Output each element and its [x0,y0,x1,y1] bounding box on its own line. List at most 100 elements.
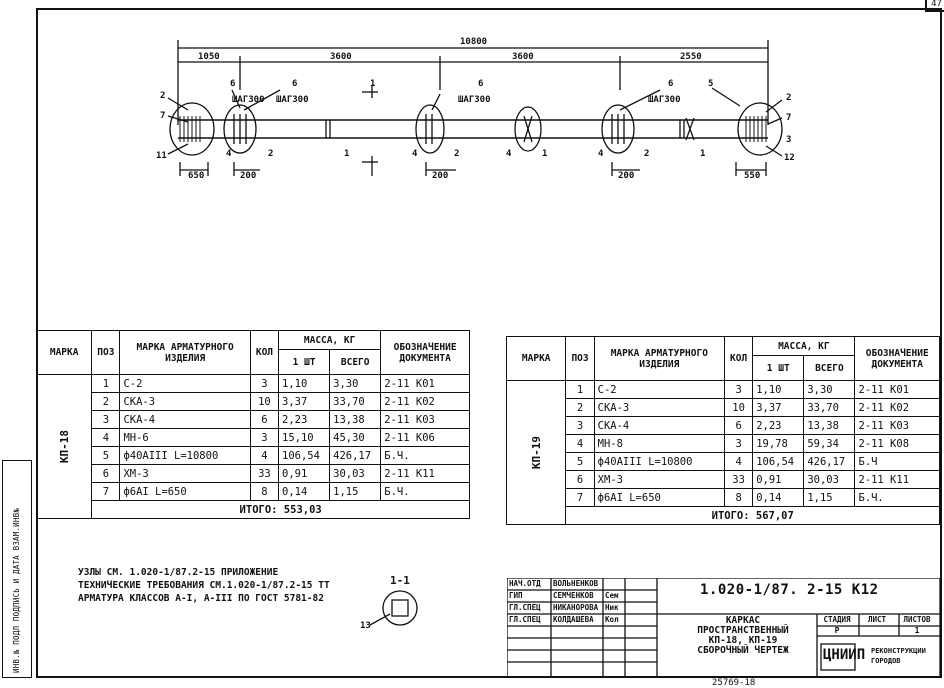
col-marka: МАРКА [505,336,567,381]
col-kol: КОЛ [724,336,754,381]
pos-label: 1 [542,149,547,159]
cell-one: 0,91 [278,464,331,483]
cell-one: 1,10 [752,380,805,399]
cell-one: 0,91 [752,470,805,489]
pos-label: 6 [668,79,673,89]
pos-label: 7 [786,113,791,123]
cell-one: 15,10 [278,428,331,447]
sheets-value: 1 [914,626,920,635]
step-label-3: ШАГ300 [458,95,491,105]
pos-label: 6 [230,79,235,89]
col-mass: МАССА, КГ [752,336,856,356]
cell-doc: 2-11 К06 [380,428,470,447]
cell-doc: Б.Ч. [380,446,470,465]
cell-doc: 2-11 К03 [380,410,470,429]
cell-kol: 3 [724,434,754,453]
sheets-header: ЛИСТОВ [903,615,931,624]
col-poz: ПОЗ [91,330,121,375]
title-block-grid [507,578,940,678]
section-label: 1-1 [390,574,410,587]
col-total: ВСЕГО [803,355,856,381]
frame-mark: КП-19 [505,380,567,525]
itogo: ИТОГО: 567,07 [565,506,940,525]
cell-poz: 5 [91,446,121,465]
cell-total: 13,38 [329,410,382,429]
section-1-1: 1-1 13 [360,574,418,630]
cell-total: 1,15 [329,482,382,501]
cell-kol: 3 [724,380,754,399]
col-one: 1 ШТ [278,349,331,375]
pos-label: 12 [784,153,795,163]
cell-item: СКА-4 [593,416,726,435]
pos-label: 1 [370,79,375,89]
frame-mark: КП-18 [35,374,93,519]
cell-total: 30,03 [803,470,856,489]
dim-span-1: 1050 [198,52,220,62]
sheet-header: ЛИСТ [867,615,887,624]
cell-poz: 1 [91,374,121,393]
stage-value: Р [834,626,840,635]
cell-doc: 2-11 К08 [854,434,940,453]
col-mass: МАССА, КГ [278,330,382,350]
cell-poz: 6 [565,470,595,489]
cell-one: 19,78 [752,434,805,453]
cell-one: 106,54 [752,452,805,471]
cell-poz: 4 [565,434,595,453]
dim-span-2: 3600 [330,52,352,62]
cell-doc: 2-11 К01 [854,380,940,399]
cell-item: ф6АI L=650 [119,482,251,501]
section-callout: 13 [360,621,371,630]
cell-total: 30,03 [329,464,382,483]
cell-doc: 2-11 К02 [854,398,940,417]
cell-poz: 3 [565,416,595,435]
col-marka: МАРКА [35,330,93,375]
col-doc: ОБОЗНАЧЕНИЕ ДОКУМЕНТА [854,336,940,381]
cell-item: С-2 [119,374,251,393]
side-strip-text: ИНВ.№ ПОДЛ ПОДПИСЬ И ДАТА ВЗАМ.ИНВ№ [12,507,21,673]
reinforcement-cage-drawing: 10800 1050 3600 3600 2550 ШАГ300 ШАГ300 … [156,37,795,181]
cell-item: СКА-4 [119,410,251,429]
cell-item: СКА-3 [593,398,726,417]
cell-doc: 2-11 К11 [854,470,940,489]
cell-total: 33,70 [803,398,856,417]
pos-label: 4 [412,149,418,159]
cell-kol: 4 [249,446,280,465]
cell-poz: 1 [565,380,595,399]
cell-item: ф40АIII L=10800 [593,452,726,471]
spec-table-kp18: МАРКА ПОЗ МАРКА АРМАТУРНОГО ИЗДЕЛИЯ КОЛ … [35,330,470,519]
col-kol: КОЛ [249,330,280,375]
cell-doc: 2-11 К01 [380,374,470,393]
cell-kol: 6 [724,416,754,435]
cell-poz: 4 [91,428,121,447]
cell-total: 1,15 [803,488,856,507]
dim-550: 550 [744,171,760,181]
org-logo: ЦНИИП [823,647,866,663]
pos-label: 2 [644,149,649,159]
cell-total: 59,34 [803,434,856,453]
pos-label: 6 [478,79,483,89]
cell-total: 3,30 [329,374,382,393]
side-strip: ИНВ.№ ПОДЛ ПОДПИСЬ И ДАТА ВЗАМ.ИНВ№ [2,460,32,678]
pos-label: 2 [786,93,791,103]
spec-table-kp19: МАРКА ПОЗ МАРКА АРМАТУРНОГО ИЗДЕЛИЯ КОЛ … [505,336,940,525]
dim-200-c: 200 [618,171,634,181]
cell-item: ф40АIII L=10800 [119,446,251,465]
pos-label: 2 [160,91,165,101]
col-doc: ОБОЗНАЧЕНИЕ ДОКУМЕНТА [380,330,470,375]
note-line: ТЕХНИЧЕСКИЕ ТРЕБОВАНИЯ СМ.1.020-1/87.2-1… [78,580,330,591]
cell-doc: Б.Ч [854,452,940,471]
pos-label: 4 [506,149,512,159]
note-line: УЗЛЫ СМ. 1.020-1/87.2-15 ПРИЛОЖЕНИЕ [78,567,279,578]
pos-label: 2 [454,149,459,159]
cell-item: ХМ-3 [119,464,251,483]
cell-total: 33,70 [329,392,382,411]
